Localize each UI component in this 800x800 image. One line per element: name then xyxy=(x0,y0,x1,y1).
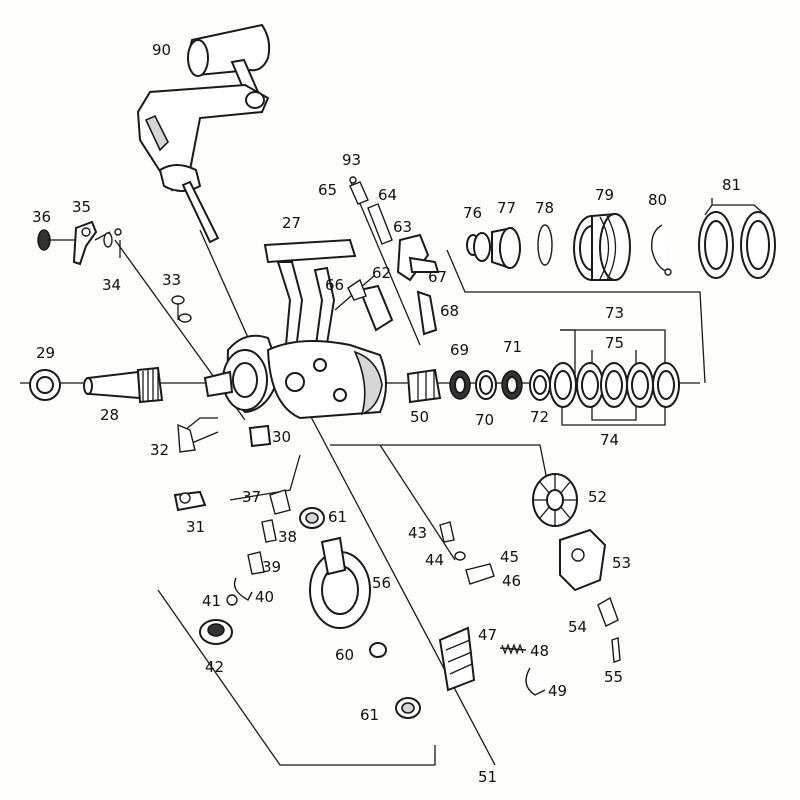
callout-77: 77 xyxy=(497,199,516,217)
callout-81: 81 xyxy=(722,176,741,194)
handle-knob xyxy=(187,23,271,97)
gear-parts xyxy=(532,473,621,663)
pinion-assembly xyxy=(406,368,551,404)
callout-36: 36 xyxy=(32,208,51,226)
callout-93: 93 xyxy=(342,151,361,169)
callout-45: 45 xyxy=(500,548,519,566)
callout-72: 72 xyxy=(530,408,549,426)
callout-64: 64 xyxy=(378,186,397,204)
left-upper-parts xyxy=(37,220,192,323)
callout-79: 79 xyxy=(595,186,614,204)
callout-42: 42 xyxy=(205,658,224,676)
callout-43: 43 xyxy=(408,524,427,542)
callout-68: 68 xyxy=(440,302,459,320)
callout-28: 28 xyxy=(100,406,119,424)
pinion-gear-parts xyxy=(29,366,164,404)
lower-center-parts xyxy=(299,507,421,719)
washer-stack xyxy=(549,362,680,408)
callout-70: 70 xyxy=(475,411,494,429)
callout-51: 51 xyxy=(478,768,497,786)
callout-65: 65 xyxy=(318,181,337,199)
callout-67: 67 xyxy=(428,268,447,286)
callout-54: 54 xyxy=(568,618,587,636)
callout-52: 52 xyxy=(588,488,607,506)
callout-61-lower: 61 xyxy=(360,706,379,724)
callout-30: 30 xyxy=(272,428,291,446)
callout-47: 47 xyxy=(478,626,497,644)
bearing-parts xyxy=(466,211,776,281)
callout-labels: 90 93 65 64 63 27 36 35 34 33 66 62 67 6… xyxy=(32,41,741,786)
callout-48: 48 xyxy=(530,642,549,660)
callout-50: 50 xyxy=(410,408,429,426)
callout-56: 56 xyxy=(372,574,391,592)
callout-35: 35 xyxy=(72,198,91,216)
callout-41: 41 xyxy=(202,592,221,610)
callout-63: 63 xyxy=(393,218,412,236)
lower-middle-parts xyxy=(438,521,546,696)
callout-60: 60 xyxy=(335,646,354,664)
callout-80: 80 xyxy=(648,191,667,209)
callout-76: 76 xyxy=(463,204,482,222)
callout-39: 39 xyxy=(262,558,281,576)
callout-31: 31 xyxy=(186,518,205,536)
callout-66: 66 xyxy=(325,276,344,294)
callout-37: 37 xyxy=(242,488,261,506)
bail-parts xyxy=(347,176,440,336)
lower-left-parts xyxy=(173,423,291,645)
callout-29: 29 xyxy=(36,344,55,362)
callout-32: 32 xyxy=(150,441,169,459)
callout-61-upper: 61 xyxy=(328,508,347,526)
callout-74: 74 xyxy=(600,431,619,449)
callout-40: 40 xyxy=(255,588,274,606)
reel-body xyxy=(203,238,387,420)
callout-49: 49 xyxy=(548,682,567,700)
callout-53: 53 xyxy=(612,554,631,572)
callout-38: 38 xyxy=(278,528,297,546)
callout-69: 69 xyxy=(450,341,469,359)
callout-75: 75 xyxy=(605,334,624,352)
callout-73: 73 xyxy=(605,304,624,322)
callout-46: 46 xyxy=(502,572,521,590)
handle-arm xyxy=(136,83,270,244)
callout-55: 55 xyxy=(604,668,623,686)
callout-71: 71 xyxy=(503,338,522,356)
callout-34: 34 xyxy=(102,276,121,294)
callout-33: 33 xyxy=(162,271,181,289)
callout-78: 78 xyxy=(535,199,554,217)
callout-44: 44 xyxy=(425,551,444,569)
callout-90: 90 xyxy=(152,41,171,59)
callout-62: 62 xyxy=(372,264,391,282)
callout-27: 27 xyxy=(282,214,301,232)
